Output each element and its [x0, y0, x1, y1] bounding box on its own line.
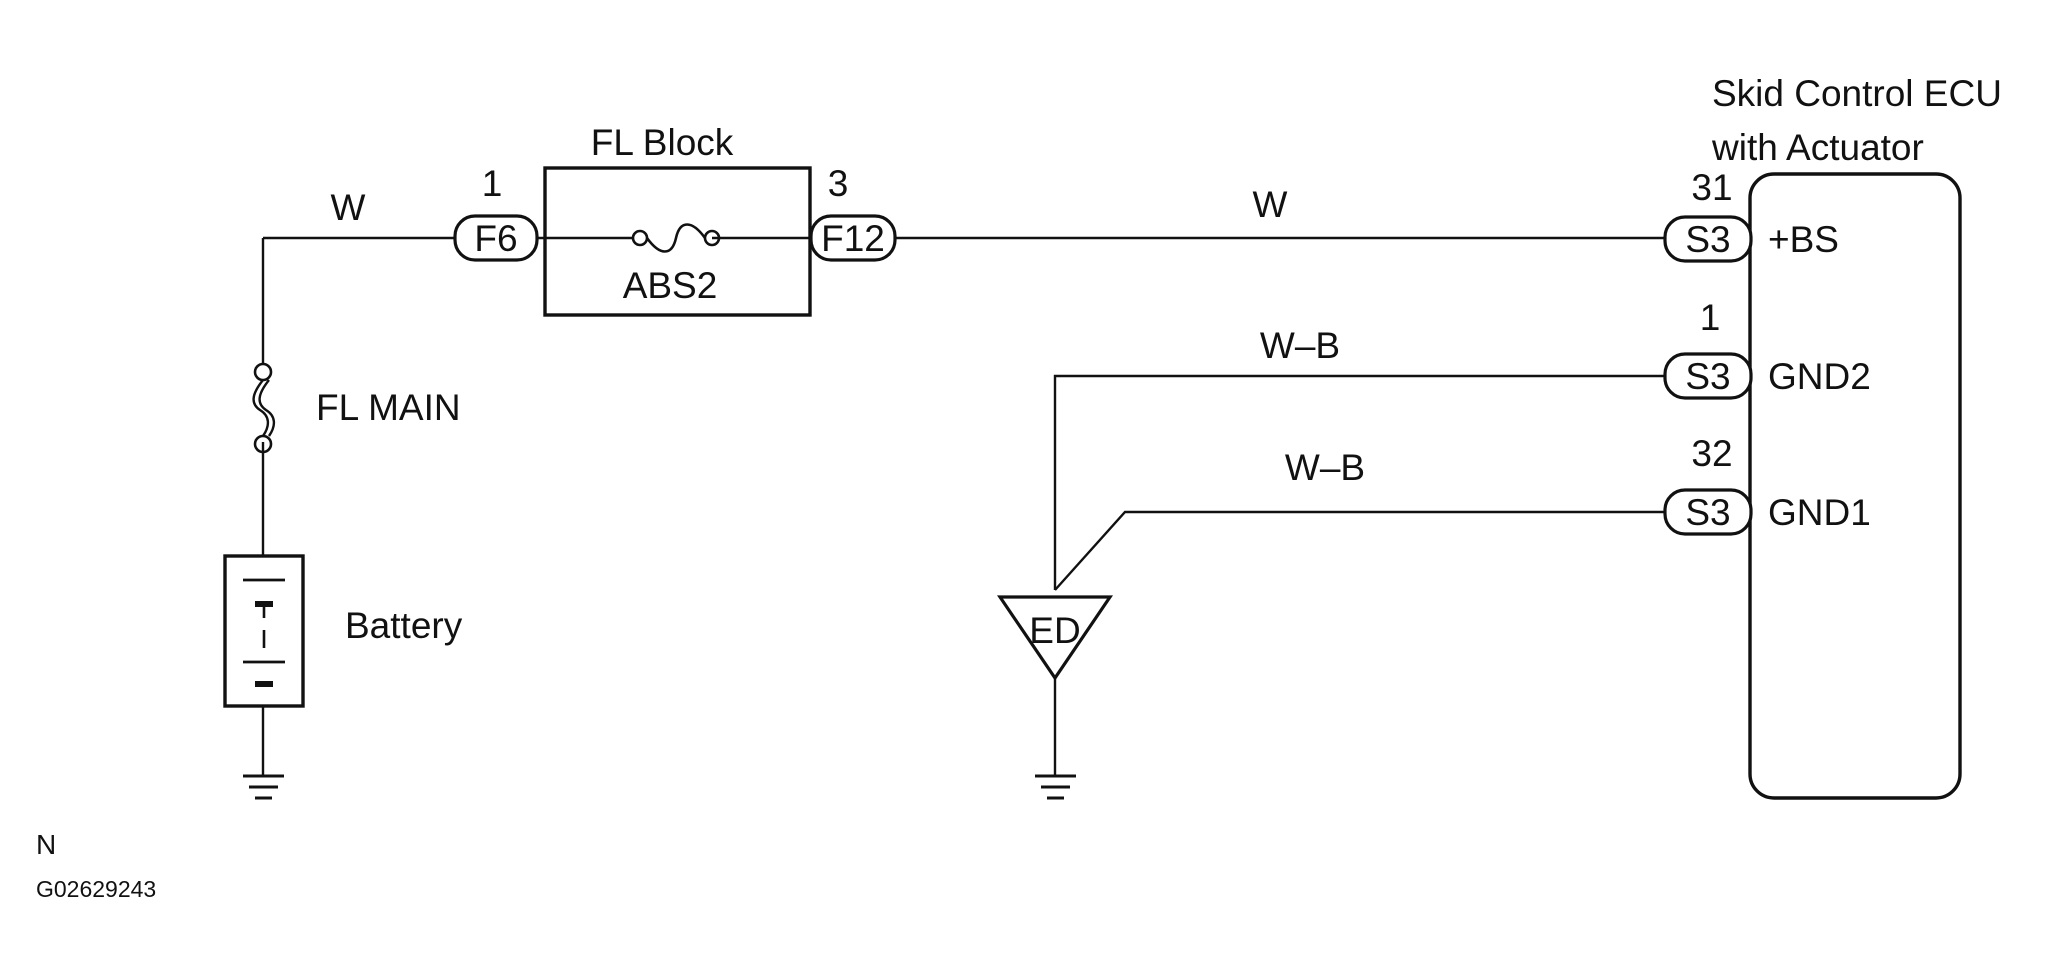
- terminal-gnd2: GND2: [1768, 356, 1871, 397]
- fuse-abs2-label: ABS2: [623, 265, 718, 306]
- ecu-title-line2: with Actuator: [1711, 127, 1924, 168]
- connector-f6: F6: [453, 214, 539, 262]
- footer-code: G02629243: [36, 876, 156, 902]
- wire-label-w-right: W: [1253, 184, 1288, 225]
- wire-label-wb-lower: W–B: [1285, 447, 1365, 488]
- terminal-bs: +BS: [1768, 219, 1839, 260]
- connector-s3-gnd1: S3: [1663, 488, 1753, 536]
- fl-block-title: FL Block: [591, 122, 734, 163]
- svg-text:S3: S3: [1685, 492, 1730, 533]
- svg-text:F12: F12: [821, 218, 885, 259]
- ground-point-ed-label: ED: [1029, 610, 1080, 651]
- ecu-title-line1: Skid Control ECU: [1712, 73, 2002, 114]
- battery-icon: [223, 554, 305, 708]
- pin-f12: 3: [828, 163, 849, 204]
- pin-s3-bs: 31: [1691, 167, 1732, 208]
- battery-ground-icon: [243, 774, 284, 800]
- battery-label: Battery: [345, 605, 463, 646]
- pin-s3-gnd1: 32: [1691, 433, 1732, 474]
- svg-text:F6: F6: [474, 218, 517, 259]
- terminal-gnd1: GND1: [1768, 492, 1871, 533]
- ecu-box: [1748, 172, 1962, 800]
- svg-text:S3: S3: [1685, 219, 1730, 260]
- wire-label-wb-upper: W–B: [1260, 325, 1340, 366]
- pin-f6: 1: [482, 163, 503, 204]
- wire-label-w-left: W: [331, 187, 366, 228]
- footer-letter: N: [36, 829, 56, 860]
- connector-f12: F12: [809, 214, 897, 262]
- svg-text:S3: S3: [1685, 356, 1730, 397]
- wires: [261, 236, 1665, 775]
- ground-point-ed-triangle: [996, 595, 1114, 681]
- fl-main-label: FL MAIN: [316, 387, 461, 428]
- connector-s3-bs: S3: [1663, 215, 1753, 263]
- connector-s3-gnd2: S3: [1663, 352, 1753, 400]
- ed-ground-icon: [1035, 774, 1076, 800]
- fl-main-fusible-link-icon: [252, 362, 276, 454]
- fuse-abs2-icon: [631, 223, 721, 253]
- pin-s3-gnd2: 1: [1700, 297, 1721, 338]
